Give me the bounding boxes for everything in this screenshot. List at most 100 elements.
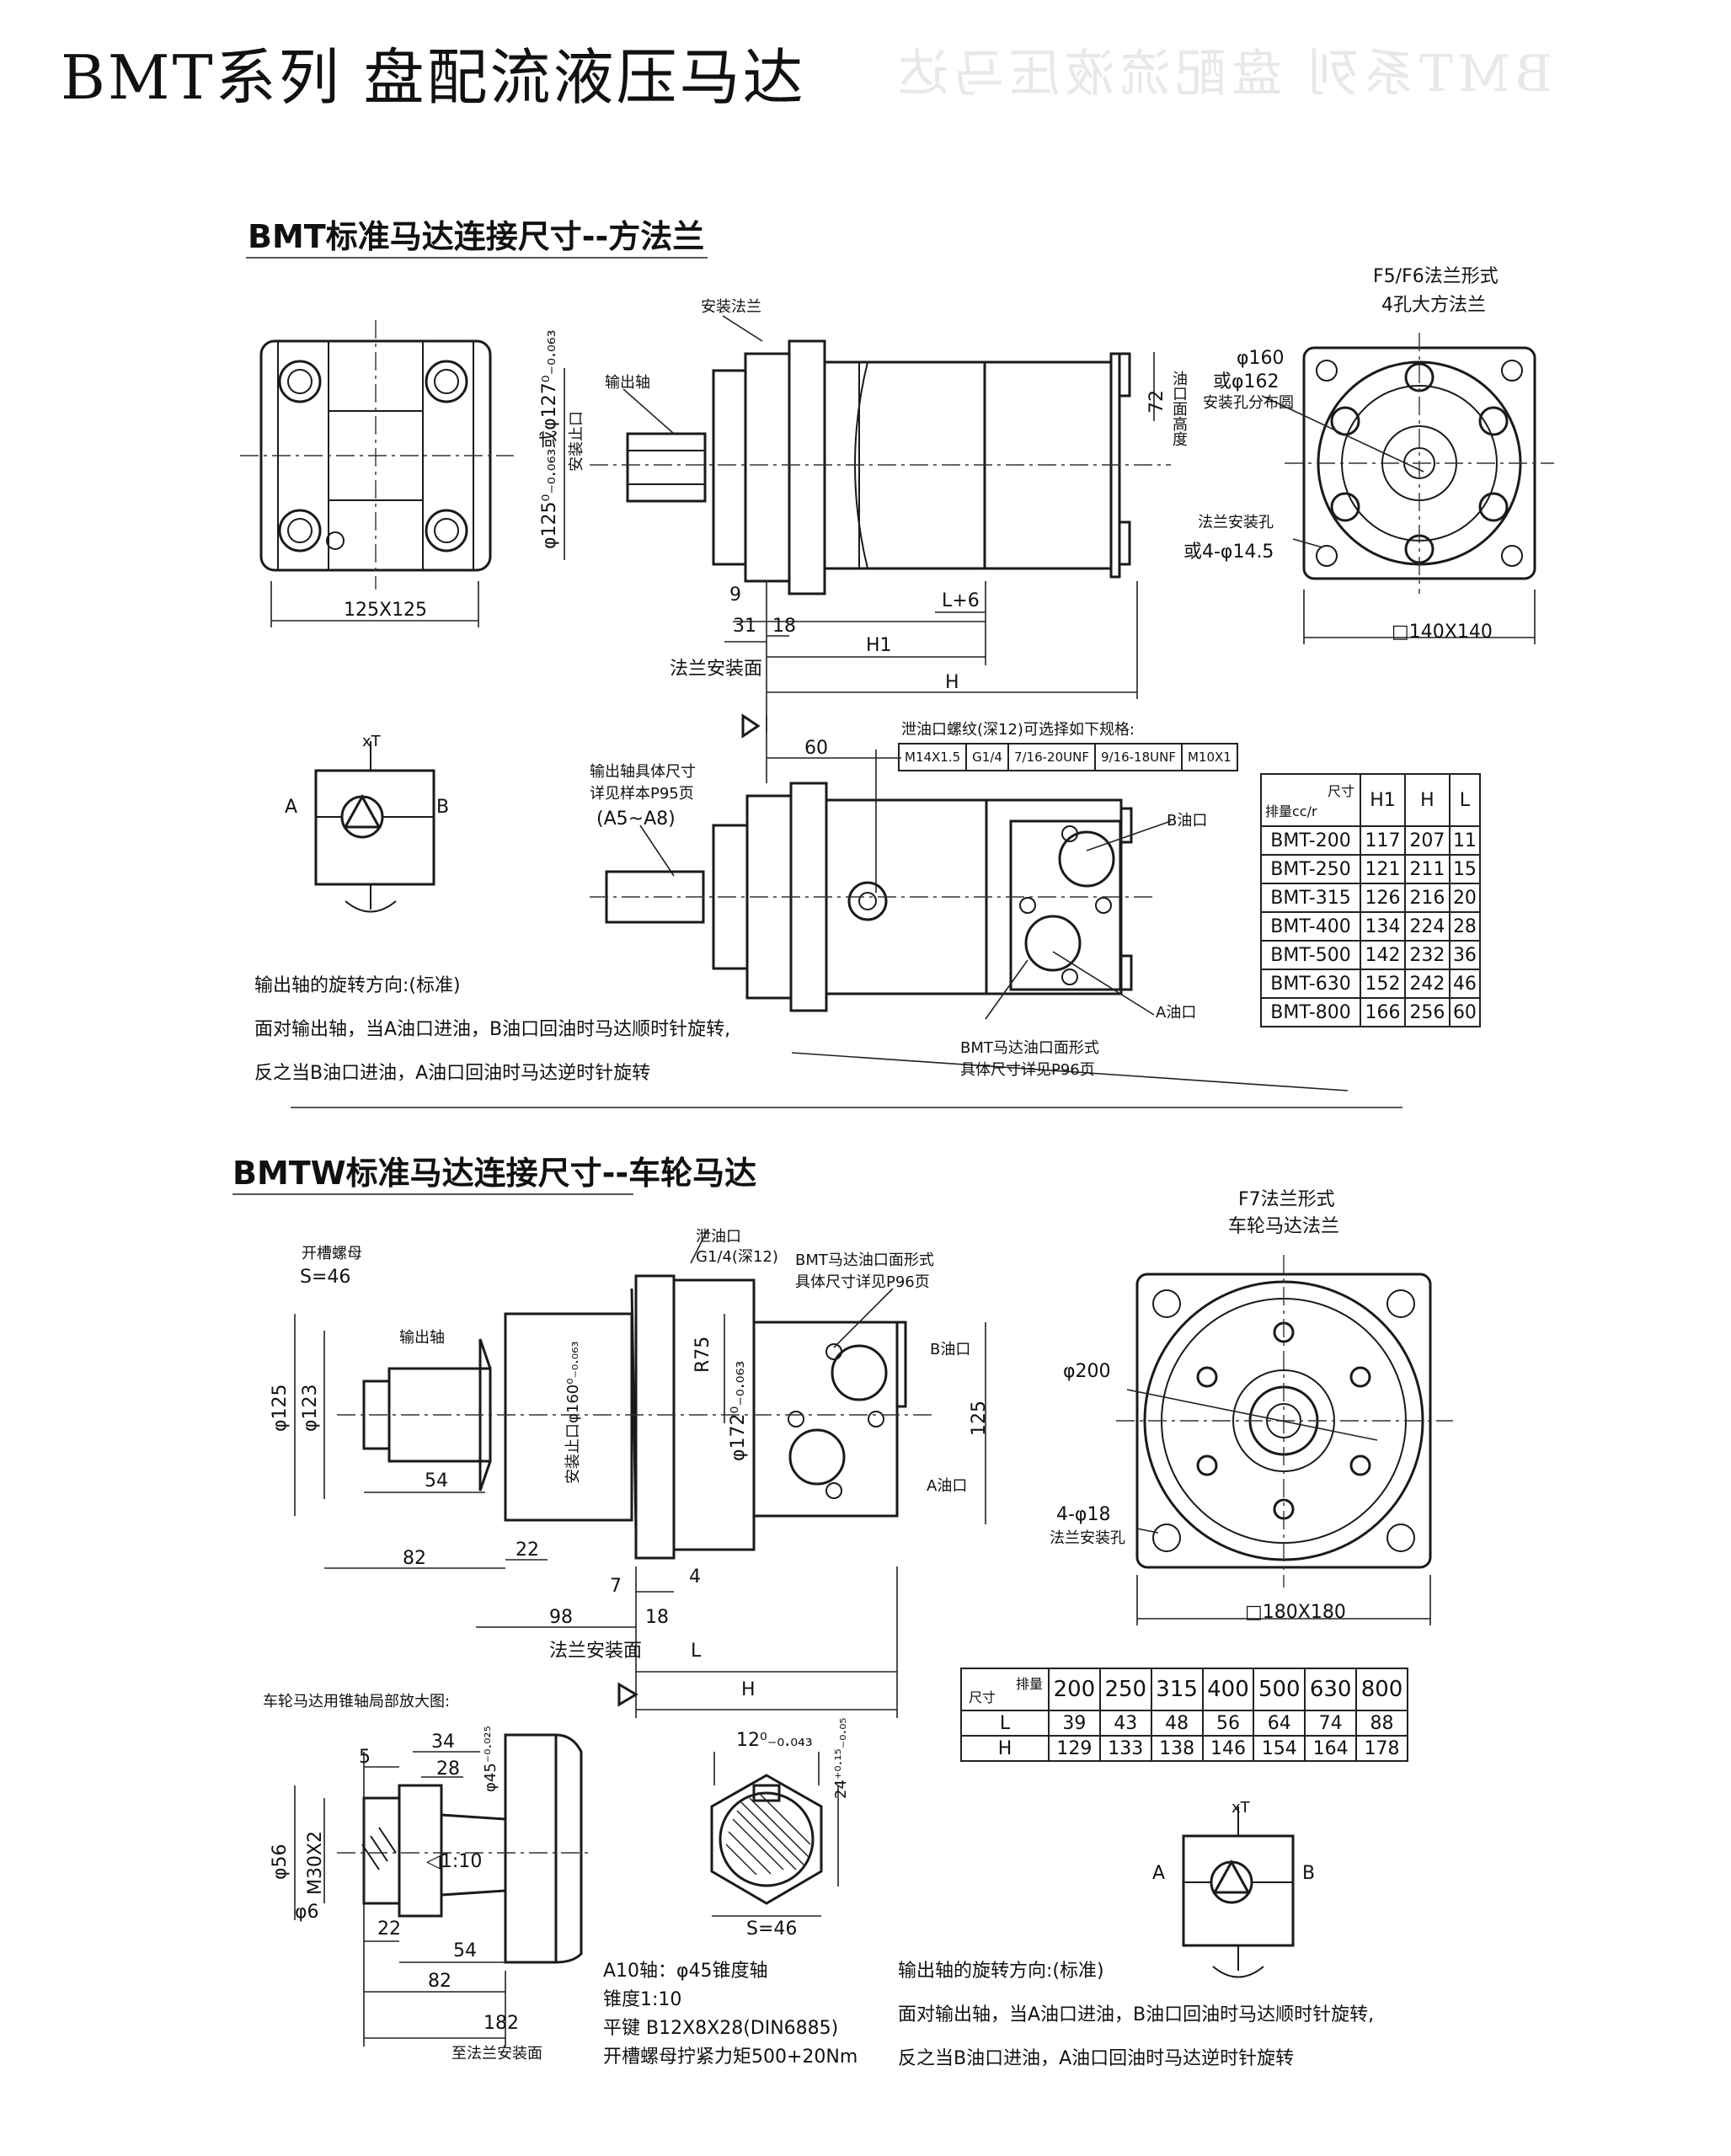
label-bore: φ125⁰₋₀.₀₆₃或φ127⁰₋₀.₀₆₃: [539, 329, 560, 549]
col-header-h: H: [1403, 773, 1451, 827]
label-pcd: φ160: [1237, 348, 1285, 369]
col-displacement: 200: [1048, 1668, 1101, 1711]
label-d125: φ125: [270, 1384, 291, 1432]
label-s46: S=46: [300, 1267, 351, 1288]
label-port-note2-2: 具体尺寸详见P96页: [795, 1273, 930, 1291]
corner-bottom: 尺寸: [969, 1689, 996, 1705]
detail-dim-5: 5: [359, 1747, 371, 1768]
cell-value: 74: [1304, 1710, 1358, 1737]
corner-top: 尺寸: [1327, 783, 1354, 799]
bmt-hydraulic-symbol: [314, 741, 435, 913]
label-dim-125: 125X125: [344, 600, 428, 621]
label-dim-l-2: L: [691, 1641, 702, 1662]
cell-h: 224: [1403, 911, 1451, 942]
cell-value: 39: [1048, 1710, 1101, 1737]
bmt-lower-side-view: [590, 713, 1349, 1091]
detail-key24: 24⁺⁰·¹⁵₋₀.₀₅: [832, 1717, 850, 1799]
rotation2-heading: 输出轴的旋转方向:(标准): [898, 1961, 1104, 1982]
label-dim-125-2: 125: [969, 1401, 990, 1436]
detail-dim-54: 54: [453, 1940, 477, 1961]
detail-d45: φ45⁻⁰·⁰²⁵: [482, 1726, 500, 1792]
symbol1-t: xT: [362, 733, 381, 750]
detail-key12: 12⁰₋₀.₀₄₃: [736, 1730, 813, 1751]
label-dim-82: 82: [403, 1548, 426, 1569]
cell-h: 232: [1403, 940, 1451, 970]
drain-option: 7/16-20UNF: [1007, 743, 1096, 771]
detail-m30: M30X2: [305, 1830, 326, 1895]
label-dim-72: 72: [1146, 390, 1167, 414]
symbol2-t: xT: [1231, 1799, 1250, 1817]
label-pcd-or: 或φ162: [1213, 371, 1280, 392]
detail-taper: ◁1:10: [426, 1851, 483, 1872]
corner-bottom: 排量cc/r: [1265, 803, 1317, 819]
label-dim-22: 22: [516, 1540, 539, 1561]
table-row: H 129 133 138 146 154 164 178: [960, 1735, 1408, 1762]
col-displacement: 800: [1355, 1668, 1408, 1711]
rotation2-line2: 反之当B油口进油，A油口回油时马达逆时针旋转: [898, 2048, 1295, 2069]
bmtw-flange-view: [1116, 1255, 1453, 1625]
label-output-shaft-2: 输出轴: [399, 1329, 445, 1347]
label-dim-h1: H1: [866, 635, 892, 656]
symbol2-a: A: [1152, 1863, 1166, 1884]
detail-dim-34: 34: [431, 1732, 455, 1753]
cell-h1: 117: [1360, 825, 1406, 856]
detail-dim-22: 22: [377, 1919, 401, 1940]
cell-h1: 142: [1360, 940, 1406, 970]
detail-dim-28: 28: [436, 1758, 460, 1780]
label-a-port-2: A油口: [927, 1477, 968, 1495]
label-slot-nut: 开槽螺母: [302, 1245, 362, 1262]
label-bore-note: 安装止口: [568, 411, 585, 472]
cell-model: BMT-315: [1260, 883, 1361, 913]
table-row: L 39 43 48 56 64 74 88: [960, 1710, 1408, 1737]
section2-heading: BMTW标准马达连接尺寸--车轮马达: [232, 1155, 757, 1192]
shaft-spec-line1: A10轴：φ45锥度轴: [603, 1961, 768, 1982]
cell-value: 138: [1150, 1735, 1204, 1762]
label-square-2: □180X180: [1245, 1602, 1346, 1623]
section2-flange-title: F7法兰形式: [1238, 1189, 1335, 1210]
symbol1-b: B: [436, 797, 450, 818]
cell-model: BMT-200: [1260, 825, 1361, 856]
label-hole: 法兰安装孔: [1198, 514, 1274, 531]
label-dim-98: 98: [549, 1607, 573, 1628]
cell-h: 211: [1403, 854, 1451, 884]
shaft-spec-line4: 开槽螺母拧紧力矩500+20Nm: [603, 2047, 858, 2068]
label-flange-face: 法兰安装面: [670, 659, 763, 680]
col-header-l: L: [1448, 773, 1482, 827]
table-corner: 排量 尺寸: [960, 1668, 1050, 1711]
label-square: □140X140: [1392, 622, 1493, 643]
cell-l: 20: [1448, 883, 1482, 913]
label-shaft-note2: 详见样本P95页: [590, 785, 694, 803]
label-port-note1: BMT马达油口面形式: [960, 1039, 1099, 1057]
label-b-port: B油口: [1167, 812, 1208, 830]
row-label: L: [960, 1710, 1050, 1737]
table-corner: 尺寸 排量cc/r: [1260, 773, 1361, 827]
cell-value: 56: [1201, 1710, 1255, 1737]
cell-value: 48: [1150, 1710, 1204, 1737]
label-dim-7: 7: [610, 1576, 622, 1597]
cell-h1: 134: [1360, 911, 1406, 942]
cell-model: BMT-800: [1260, 997, 1361, 1027]
hex-nut-section: [710, 1752, 839, 1917]
label-pcd-note: 安装孔分布圆: [1203, 394, 1294, 412]
cell-model: BMT-250: [1260, 854, 1361, 884]
label-drain-note: 泄油口螺纹(深12)可选择如下规格:: [901, 721, 1135, 739]
col-header-h1: H1: [1360, 773, 1406, 827]
detail-dim-82: 82: [428, 1971, 451, 1992]
label-dim-h: H: [945, 672, 959, 693]
bmt-front-view: [240, 320, 514, 627]
shaft-spec-line2: 锥度1:10: [603, 1989, 682, 2010]
rotation2-line1: 面对输出轴，当A油口进油，B油口回油时马达顺时针旋转,: [898, 2004, 1375, 2025]
label-dim-31: 31: [733, 616, 756, 637]
cell-h1: 152: [1360, 969, 1406, 999]
cell-l: 46: [1448, 969, 1482, 999]
cell-value: 43: [1098, 1710, 1152, 1737]
corner-top: 排量: [1015, 1676, 1043, 1692]
cell-l: 28: [1448, 911, 1482, 942]
detail-dim-182: 182: [484, 2013, 519, 2034]
